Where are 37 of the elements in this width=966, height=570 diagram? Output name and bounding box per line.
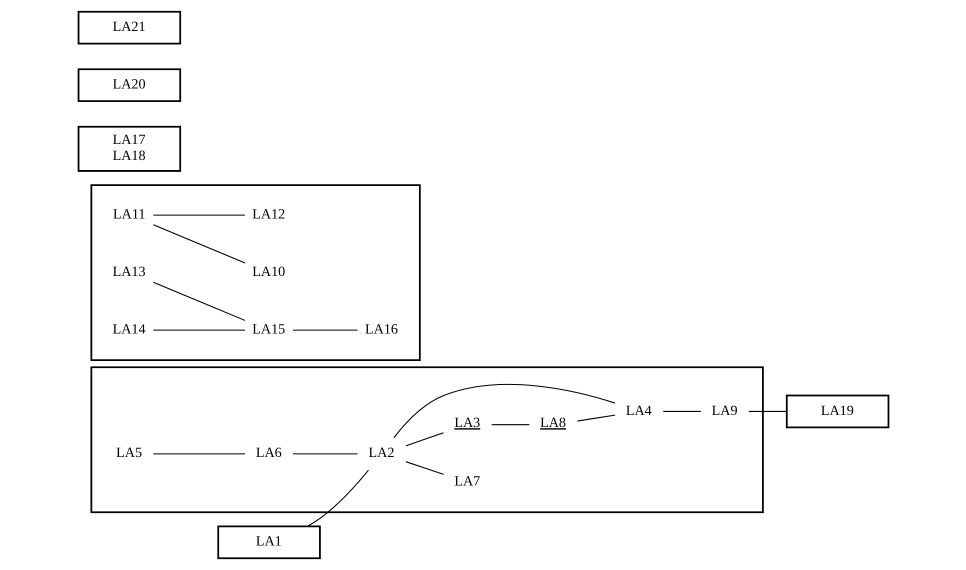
connector — [152, 282, 245, 321]
node-text: LA7 — [454, 474, 480, 490]
node-text: LA2 — [368, 445, 394, 462]
connector — [152, 330, 245, 331]
cluster — [90, 184, 420, 362]
node-text: LA13 — [112, 264, 146, 280]
node-text: LA10 — [252, 264, 285, 280]
connector — [576, 414, 615, 422]
connector — [292, 330, 358, 331]
connector — [405, 432, 444, 446]
node-text: LA4 — [625, 402, 652, 419]
node-box: LA17 LA18 — [77, 126, 181, 172]
node-text: LA15 — [252, 321, 285, 338]
cluster — [90, 366, 764, 514]
node-text: LA8 — [540, 415, 566, 432]
node-text: LA16 — [364, 321, 398, 338]
connector — [306, 470, 368, 527]
connector — [405, 461, 444, 475]
connector — [748, 410, 786, 412]
connector — [152, 224, 245, 264]
connector — [662, 410, 700, 412]
node-text: LA12 — [252, 206, 285, 223]
node-box: LA1 — [216, 526, 320, 560]
node-text: LA5 — [116, 445, 142, 462]
connector — [152, 214, 245, 216]
node-box: LA21 — [77, 10, 181, 44]
node-text: LA9 — [711, 402, 738, 419]
node-text: LA11 — [112, 206, 145, 223]
connector — [152, 453, 245, 454]
node-text: LA14 — [112, 321, 146, 338]
connector — [292, 453, 358, 454]
connector — [392, 384, 615, 438]
node-box: LA19 — [785, 394, 889, 428]
node-text: LA6 — [255, 445, 282, 462]
connector — [491, 424, 529, 426]
node-box: LA20 — [77, 68, 181, 102]
node-text: LA3 — [454, 415, 480, 432]
